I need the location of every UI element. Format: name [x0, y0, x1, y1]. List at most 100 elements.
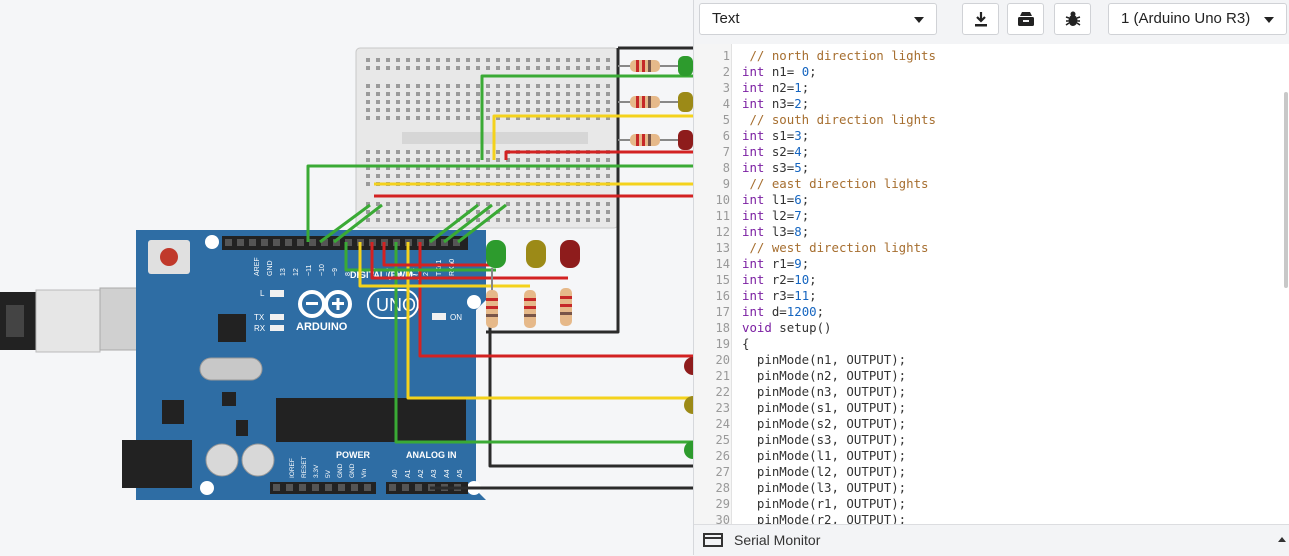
breadboard-hole[interactable]	[476, 84, 480, 88]
breadboard-hole[interactable]	[426, 92, 430, 96]
breadboard-hole[interactable]	[576, 158, 580, 162]
breadboard-hole[interactable]	[446, 150, 450, 154]
breadboard-hole[interactable]	[606, 202, 610, 206]
breadboard-hole[interactable]	[606, 218, 610, 222]
breadboard-hole[interactable]	[426, 150, 430, 154]
breadboard-hole[interactable]	[526, 66, 530, 70]
breadboard-hole[interactable]	[386, 100, 390, 104]
breadboard-hole[interactable]	[446, 100, 450, 104]
breadboard-hole[interactable]	[416, 58, 420, 62]
breadboard-hole[interactable]	[546, 116, 550, 120]
header-pin[interactable]	[286, 484, 293, 491]
breadboard-hole[interactable]	[466, 116, 470, 120]
breadboard-hole[interactable]	[516, 174, 520, 178]
breadboard-hole[interactable]	[476, 100, 480, 104]
breadboard-hole[interactable]	[606, 100, 610, 104]
breadboard-hole[interactable]	[596, 174, 600, 178]
breadboard-hole[interactable]	[376, 158, 380, 162]
breadboard-hole[interactable]	[496, 150, 500, 154]
header-pin[interactable]	[261, 239, 268, 246]
editor-mode-select[interactable]: Text	[699, 3, 937, 35]
breadboard-hole[interactable]	[436, 84, 440, 88]
breadboard-hole[interactable]	[416, 66, 420, 70]
breadboard-hole[interactable]	[566, 218, 570, 222]
breadboard-hole[interactable]	[376, 218, 380, 222]
breadboard-hole[interactable]	[556, 166, 560, 170]
breadboard-hole[interactable]	[536, 66, 540, 70]
breadboard-hole[interactable]	[376, 210, 380, 214]
breadboard-hole[interactable]	[436, 218, 440, 222]
breadboard-hole[interactable]	[586, 66, 590, 70]
header-pin[interactable]	[299, 484, 306, 491]
breadboard-hole[interactable]	[386, 158, 390, 162]
breadboard-hole[interactable]	[576, 92, 580, 96]
breadboard-hole[interactable]	[546, 92, 550, 96]
breadboard-hole[interactable]	[376, 116, 380, 120]
breadboard-hole[interactable]	[586, 58, 590, 62]
breadboard-hole[interactable]	[526, 58, 530, 62]
breadboard-hole[interactable]	[566, 158, 570, 162]
breadboard-hole[interactable]	[376, 58, 380, 62]
breadboard-hole[interactable]	[416, 150, 420, 154]
breadboard-hole[interactable]	[376, 166, 380, 170]
breadboard-hole[interactable]	[476, 202, 480, 206]
serial-monitor-bar[interactable]: Serial Monitor	[694, 524, 1289, 556]
breadboard-hole[interactable]	[486, 158, 490, 162]
breadboard-hole[interactable]	[456, 150, 460, 154]
breadboard-hole[interactable]	[496, 108, 500, 112]
breadboard-hole[interactable]	[476, 210, 480, 214]
breadboard-hole[interactable]	[376, 84, 380, 88]
breadboard-hole[interactable]	[556, 174, 560, 178]
breadboard-hole[interactable]	[576, 66, 580, 70]
breadboard-hole[interactable]	[576, 218, 580, 222]
breadboard-hole[interactable]	[526, 100, 530, 104]
header-pin[interactable]	[389, 484, 396, 491]
breadboard-hole[interactable]	[456, 210, 460, 214]
breadboard-hole[interactable]	[486, 58, 490, 62]
header-pin[interactable]	[297, 239, 304, 246]
breadboard-hole[interactable]	[586, 174, 590, 178]
breadboard-hole[interactable]	[556, 92, 560, 96]
breadboard-hole[interactable]	[366, 100, 370, 104]
breadboard-hole[interactable]	[476, 92, 480, 96]
breadboard-hole[interactable]	[436, 166, 440, 170]
breadboard-hole[interactable]	[446, 58, 450, 62]
header-pin[interactable]	[273, 484, 280, 491]
breadboard-hole[interactable]	[396, 150, 400, 154]
breadboard-hole[interactable]	[366, 202, 370, 206]
breadboard-hole[interactable]	[526, 210, 530, 214]
breadboard-hole[interactable]	[456, 166, 460, 170]
breadboard-hole[interactable]	[396, 116, 400, 120]
breadboard-hole[interactable]	[426, 174, 430, 178]
breadboard-hole[interactable]	[466, 218, 470, 222]
breadboard-hole[interactable]	[566, 58, 570, 62]
breadboard-hole[interactable]	[456, 92, 460, 96]
breadboard-hole[interactable]	[406, 100, 410, 104]
led-red-edge[interactable]	[684, 357, 693, 375]
breadboard-hole[interactable]	[446, 108, 450, 112]
breadboard-hole[interactable]	[516, 158, 520, 162]
breadboard-hole[interactable]	[606, 84, 610, 88]
breadboard-hole[interactable]	[496, 116, 500, 120]
breadboard-hole[interactable]	[456, 100, 460, 104]
breadboard-hole[interactable]	[446, 158, 450, 162]
breadboard-hole[interactable]	[596, 116, 600, 120]
breadboard-hole[interactable]	[476, 58, 480, 62]
breadboard-hole[interactable]	[496, 58, 500, 62]
breadboard-hole[interactable]	[376, 66, 380, 70]
header-pin[interactable]	[249, 239, 256, 246]
breadboard-hole[interactable]	[586, 92, 590, 96]
header-pin[interactable]	[429, 239, 436, 246]
breadboard-hole[interactable]	[556, 202, 560, 206]
breadboard-hole[interactable]	[426, 116, 430, 120]
breadboard-hole[interactable]	[536, 100, 540, 104]
breadboard-hole[interactable]	[466, 174, 470, 178]
breadboard-hole[interactable]	[566, 210, 570, 214]
library-button[interactable]	[1007, 3, 1044, 35]
breadboard-hole[interactable]	[396, 202, 400, 206]
breadboard-hole[interactable]	[496, 66, 500, 70]
breadboard-hole[interactable]	[446, 66, 450, 70]
